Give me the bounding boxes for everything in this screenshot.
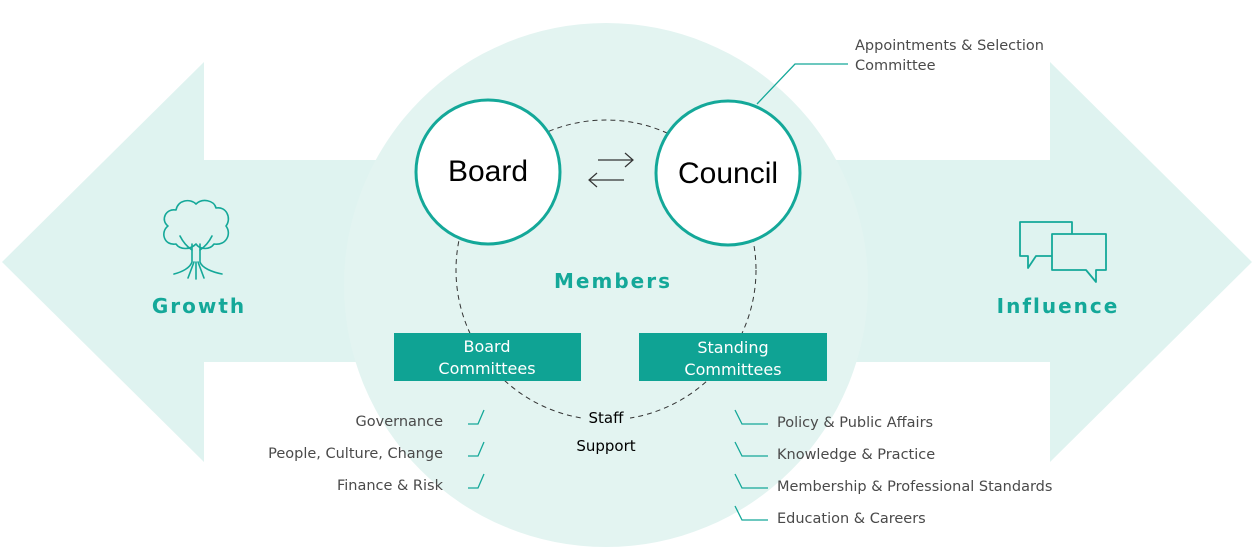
council-label: Council <box>678 157 778 190</box>
growth-label: Growth <box>152 294 246 318</box>
standing-committees-label-line2: Committees <box>684 360 781 379</box>
standing-committees-label-line1: Standing <box>697 338 768 357</box>
board-committees-label-line1: Board <box>463 337 510 356</box>
board-committee-item: Governance <box>356 414 444 430</box>
standing-committee-item: Education & Careers <box>777 511 926 527</box>
standing-committee-item: Membership & Professional Standards <box>777 479 1052 495</box>
standing-committee-item: Knowledge & Practice <box>777 447 935 463</box>
exchange-arrows-icon <box>588 152 634 188</box>
standing-committees-box <box>639 333 827 381</box>
board-label: Board <box>448 155 528 188</box>
appointments-label-line2: Committee <box>855 58 936 74</box>
members-label: Members <box>554 269 672 293</box>
appointments-label-line1: Appointments & Selection <box>855 38 1044 54</box>
tree-icon <box>163 199 230 280</box>
standing-committee-item: Policy & Public Affairs <box>777 415 933 431</box>
board-committee-item: People, Culture, Change <box>268 446 443 462</box>
influence-label: Influence <box>997 294 1120 318</box>
appointments-connector <box>756 63 848 105</box>
staff-support-line2: Support <box>576 437 635 455</box>
board-committees-box <box>394 333 581 381</box>
standing-committee-connectors <box>734 409 768 521</box>
staff-support-line1: Staff <box>589 409 625 427</box>
council-circle <box>654 99 802 247</box>
board-committees-label-line2: Committees <box>438 359 535 378</box>
board-committee-connectors <box>468 409 485 489</box>
board-committee-item: Finance & Risk <box>337 478 444 494</box>
speech-bubbles-icon <box>1019 221 1107 283</box>
staff-support-mask <box>582 405 630 427</box>
board-circle <box>414 98 562 246</box>
